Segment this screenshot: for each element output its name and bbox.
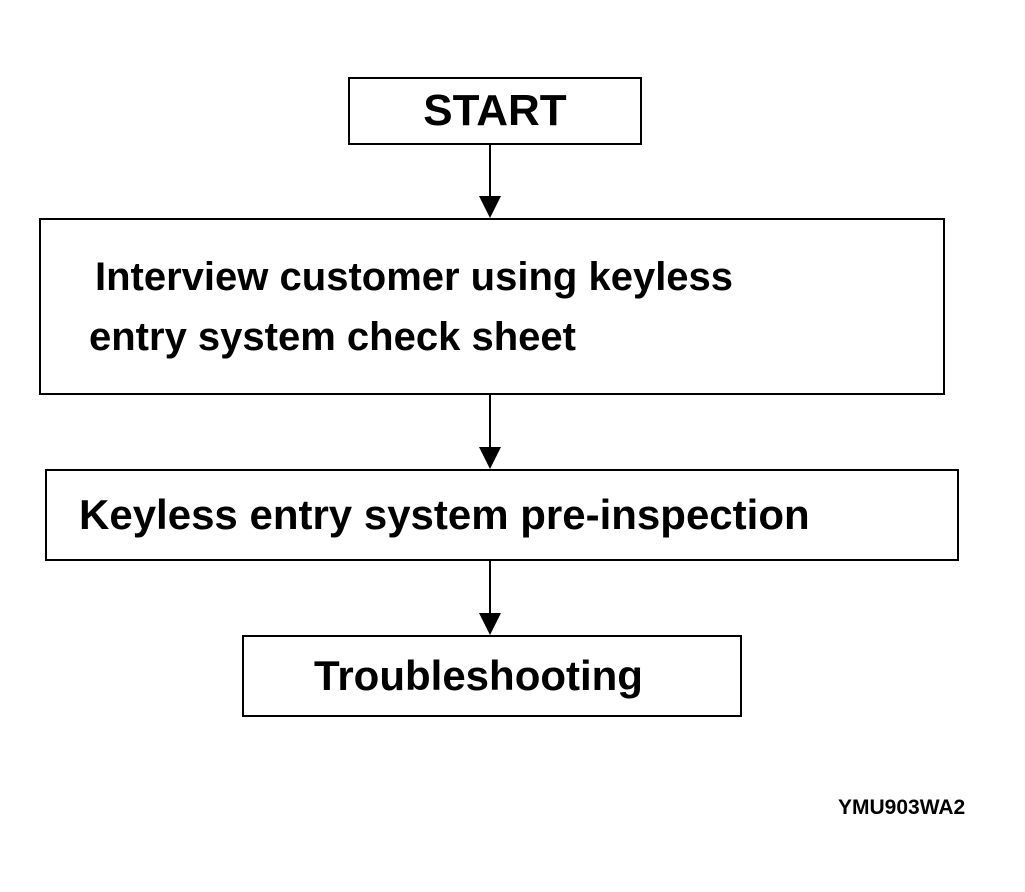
pre-inspection-box: Keyless entry system pre-inspection [45,469,959,561]
start-label: START [423,86,567,135]
interview-customer-box: Interview customer using keyless entry s… [39,218,945,395]
pre-inspection-label: Keyless entry system pre-inspection [79,491,810,538]
connector-line-2 [489,395,491,451]
arrow-down-icon [479,613,501,635]
troubleshooting-label: Troubleshooting [314,652,643,699]
interview-label-line2: entry system check sheet [89,314,576,359]
troubleshooting-box: Troubleshooting [242,635,742,717]
figure-code: YMU903WA2 [838,796,966,819]
arrow-down-icon [479,196,501,218]
connector-line-3 [489,561,491,617]
connector-line-1 [489,145,491,201]
start-box: START [348,77,642,145]
arrow-down-icon [479,447,501,469]
interview-label-line1: Interview customer using keyless [95,254,734,299]
